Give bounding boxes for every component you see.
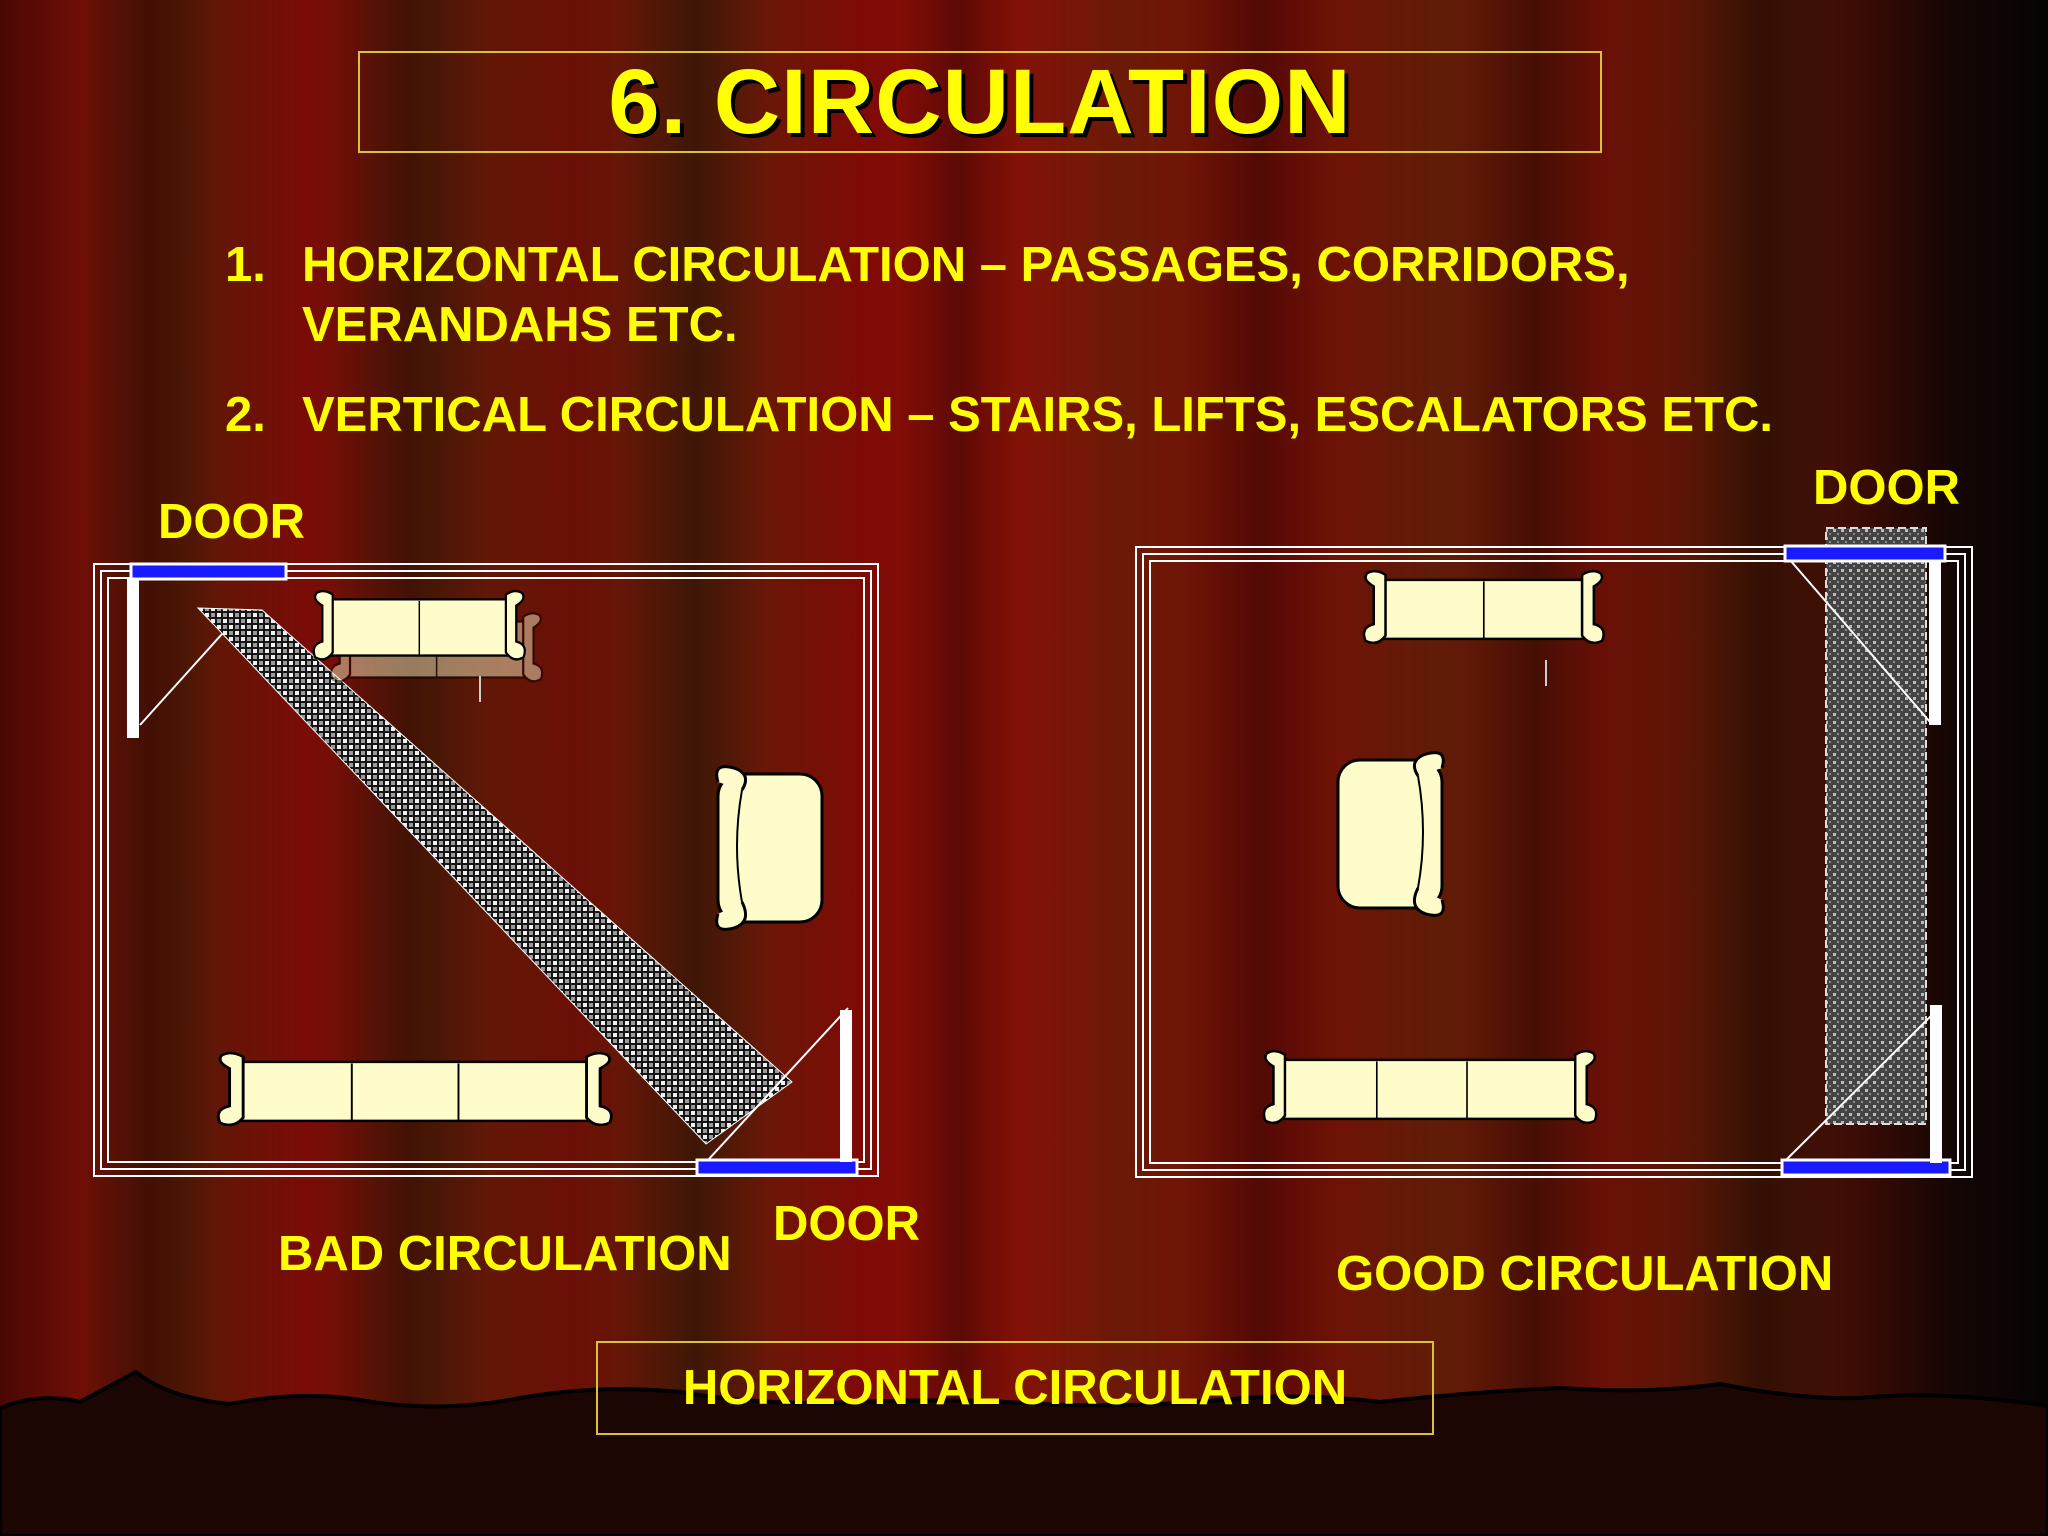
curtain-fold bbox=[620, 0, 770, 1536]
sofa-top bbox=[1362, 569, 1605, 686]
door-bottom-right bbox=[695, 1158, 859, 1177]
curtain-fold bbox=[900, 0, 1020, 1536]
door-label-left-top: DOOR bbox=[158, 495, 305, 549]
armchair bbox=[715, 765, 824, 931]
bad-circulation-plan bbox=[93, 562, 879, 1177]
good-circulation-plan bbox=[1135, 527, 1973, 1178]
door-label-left-bottom: DOOR bbox=[773, 1197, 920, 1251]
sofa-top bbox=[312, 589, 544, 702]
door-top-right bbox=[1783, 544, 1947, 563]
title-box: 6. CIRCULATION bbox=[358, 51, 1602, 153]
door-leaf bbox=[1929, 560, 1941, 725]
bottom-caption-box: HORIZONTAL CIRCULATION bbox=[596, 1341, 1434, 1435]
diagonal-path bbox=[196, 607, 793, 1145]
door-leaf bbox=[840, 1010, 852, 1162]
door-top-left bbox=[129, 562, 288, 581]
sofa-bottom bbox=[216, 1051, 613, 1127]
circulation-list: 1. HORIZONTAL CIRCULATION – PASSAGES, CO… bbox=[225, 235, 1885, 475]
curtain-fold bbox=[1180, 0, 1340, 1536]
curtain-fold bbox=[1690, 0, 1830, 1536]
list-number: 1. bbox=[225, 238, 266, 292]
armchair bbox=[1336, 751, 1445, 917]
list-number: 2. bbox=[225, 388, 266, 442]
list-text: HORIZONTAL CIRCULATION – PASSAGES, CORRI… bbox=[302, 238, 1630, 352]
curtain-fold bbox=[80, 0, 220, 1536]
door-leaf bbox=[127, 578, 139, 738]
list-item: 2. VERTICAL CIRCULATION – STAIRS, LIFTS,… bbox=[225, 385, 1885, 445]
slide-title: 6. CIRCULATION bbox=[608, 50, 1352, 153]
door-leaf bbox=[1930, 1005, 1942, 1163]
good-circulation-caption: GOOD CIRCULATION bbox=[1336, 1247, 1834, 1301]
curtain-bottom bbox=[0, 1369, 2048, 1536]
door-bottom-right-good bbox=[1780, 1158, 1952, 1177]
straight-path bbox=[1825, 527, 1927, 1125]
bottom-caption: HORIZONTAL CIRCULATION bbox=[682, 1360, 1348, 1415]
curtain-fold bbox=[1460, 0, 1610, 1536]
sofa-bottom bbox=[1262, 1049, 1598, 1125]
door-label-right-top: DOOR bbox=[1813, 461, 1960, 515]
bad-circulation-caption: BAD CIRCULATION bbox=[278, 1227, 732, 1281]
list-item: 1. HORIZONTAL CIRCULATION – PASSAGES, CO… bbox=[225, 235, 1885, 355]
list-text: VERTICAL CIRCULATION – STAIRS, LIFTS, ES… bbox=[302, 388, 1773, 442]
